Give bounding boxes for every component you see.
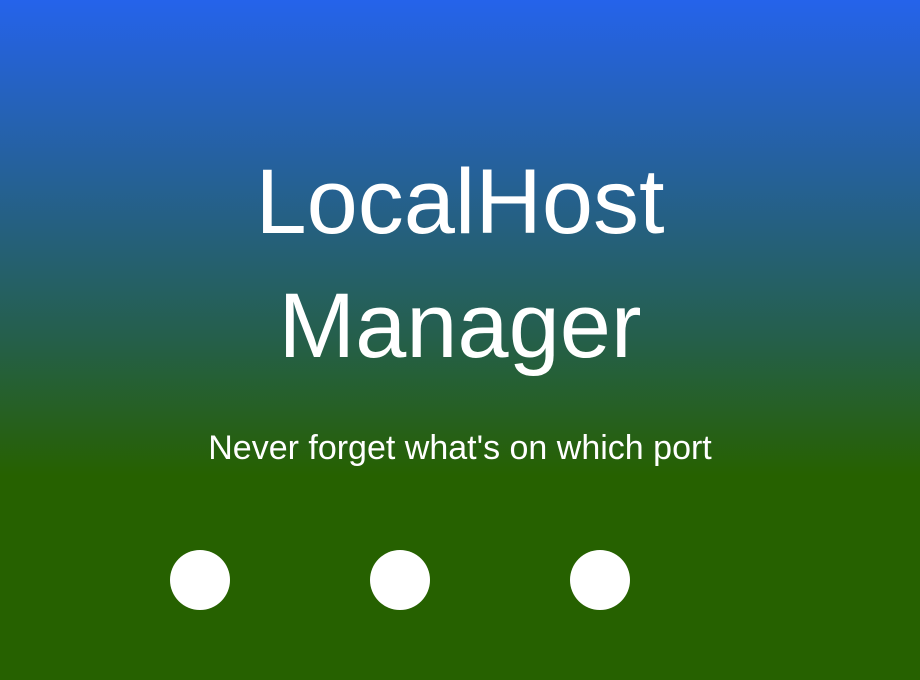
app-title-line-2: Manager	[278, 275, 642, 377]
app-title: LocalHost Manager	[0, 140, 920, 388]
app-title-line-1: LocalHost	[255, 151, 665, 253]
loading-indicator	[170, 550, 630, 610]
loading-dot-icon	[170, 550, 230, 610]
loading-dot-icon	[370, 550, 430, 610]
loading-dot-icon	[570, 550, 630, 610]
tagline: Never forget what's on which port	[208, 429, 712, 467]
